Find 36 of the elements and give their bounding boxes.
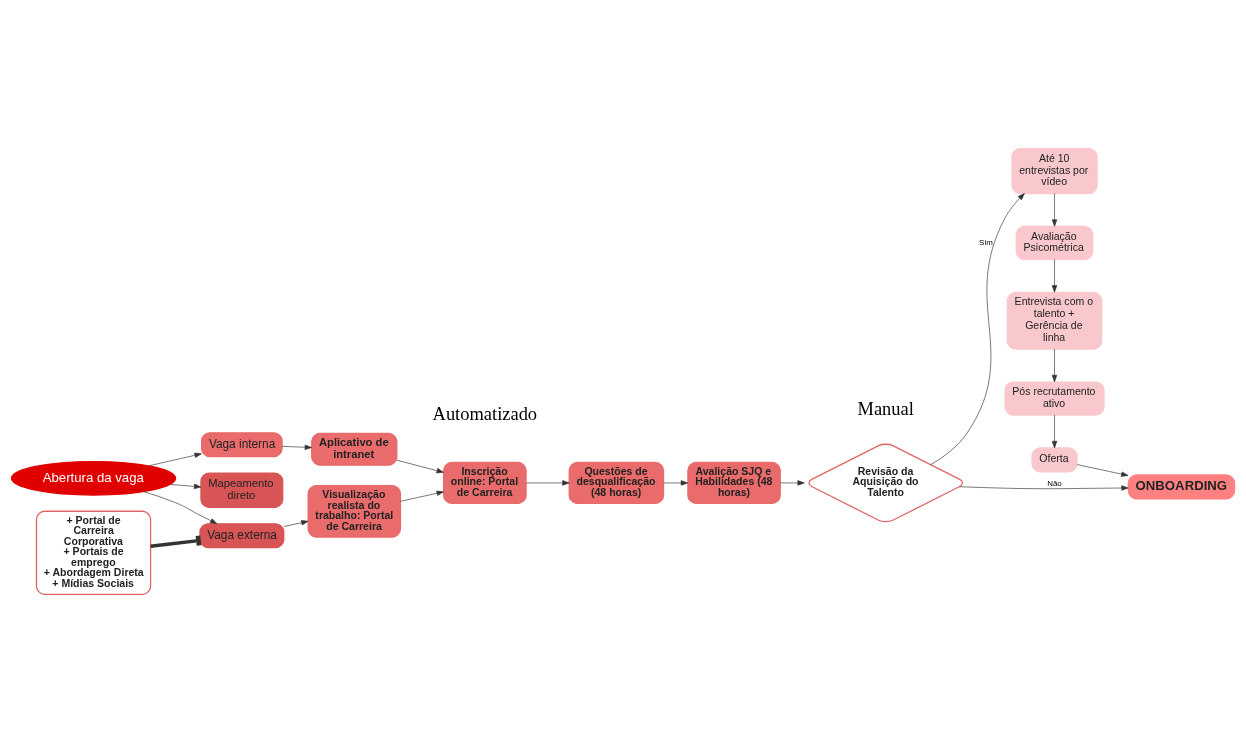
- node-box: Vaga externa: [199, 522, 285, 548]
- arrow: [148, 452, 202, 466]
- arrow: [1051, 192, 1058, 227]
- node-box: Inscrição online: Portal de Carreira: [442, 461, 527, 504]
- node-box: Avaliação Psicométrica: [1015, 225, 1094, 260]
- node-box: Questões de desqualificação (48 horas): [568, 461, 665, 504]
- arrow: [169, 483, 202, 489]
- arrow: [396, 459, 444, 473]
- arrow: [930, 192, 1025, 465]
- node-box: Até 10 entrevistas por vídeo: [1011, 147, 1098, 194]
- node-box: + Portal de Carreira Corporativa + Portais de emprego + Abordagem Direta + Mídias Sociais: [35, 510, 152, 595]
- connector: [150, 535, 202, 548]
- arrow: [1051, 414, 1058, 448]
- node-ellipse: Abertura da vaga: [10, 460, 177, 496]
- node-box: Avalição SJQ e Habilidades (48 horas): [687, 461, 781, 504]
- arrow: [400, 490, 444, 502]
- arrow: [663, 479, 689, 486]
- node-box: Mapeamento direto: [200, 471, 284, 508]
- label: Automatizado: [432, 403, 538, 424]
- arrow: [282, 444, 312, 450]
- arrow: [1051, 348, 1058, 382]
- node-box: Entrevista com o talento + Gerência de linha: [1006, 291, 1103, 350]
- arrow: [959, 484, 1129, 491]
- arrow: [1051, 258, 1058, 292]
- arrow: [779, 479, 805, 486]
- node-box: Visualização realista do trabalho: Portal de Carreira: [307, 484, 402, 538]
- arrow: [1076, 463, 1129, 477]
- node-box: Pós recrutamento ativo: [1004, 380, 1105, 416]
- node-box: Vaga interna: [201, 431, 283, 457]
- node-box: Aplicativo de intranet: [311, 432, 398, 466]
- arrow: [525, 479, 570, 486]
- label: Manual: [857, 398, 914, 419]
- arrow: [143, 490, 218, 524]
- node-box: Oferta: [1031, 446, 1078, 472]
- arrow: [283, 519, 309, 527]
- node-box: ONBOARDING: [1127, 473, 1236, 499]
